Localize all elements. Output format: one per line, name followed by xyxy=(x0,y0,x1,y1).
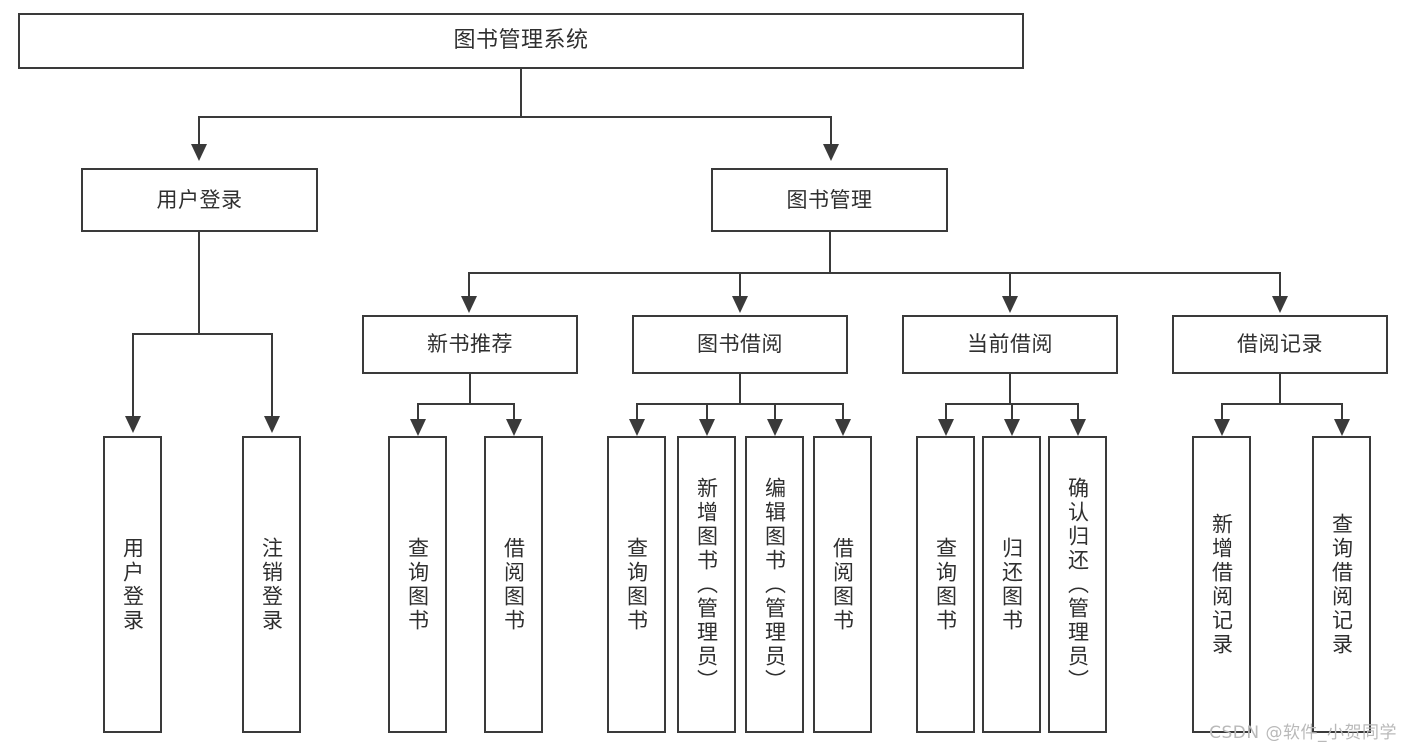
leaf-label: 借阅图书 xyxy=(501,536,526,633)
connector-to-leaf-borrow-book-1 xyxy=(513,403,515,421)
node-label: 图书借阅 xyxy=(697,332,783,357)
leaf-query-book-2[interactable]: 查询图书 xyxy=(607,436,666,733)
connector-new-book-recommend-stem xyxy=(469,374,471,405)
leaf-label: 注销登录 xyxy=(259,536,284,633)
connector-to-book-management xyxy=(830,116,832,146)
connector-to-borrow-record xyxy=(1279,272,1281,298)
leaf-label: 查询图书 xyxy=(405,536,430,633)
connector-to-leaf-return-book xyxy=(1011,403,1013,421)
leaf-label: 查询图书 xyxy=(933,536,958,633)
connector-user-login-bar xyxy=(132,333,272,335)
connector-to-leaf-query-record xyxy=(1341,403,1343,421)
connector-to-leaf-borrow-book-2 xyxy=(842,403,844,421)
node-root-book-management-system[interactable]: 图书管理系统 xyxy=(18,13,1024,69)
node-label: 当前借阅 xyxy=(967,332,1053,357)
connector-to-user-login xyxy=(198,116,200,146)
connector-to-leaf-logout-login xyxy=(271,333,273,418)
arrow-to-leaf-confirm-return xyxy=(1070,419,1086,436)
arrow-to-leaf-add-record xyxy=(1214,419,1230,436)
leaf-label: 用户登录 xyxy=(120,536,145,633)
leaf-label: 新增图书（管理员） xyxy=(694,476,719,693)
connector-to-leaf-edit-book xyxy=(774,403,776,421)
node-label: 图书管理系统 xyxy=(453,28,589,54)
leaf-query-record[interactable]: 查询借阅记录 xyxy=(1312,436,1371,733)
arrow-to-borrow-record xyxy=(1272,296,1288,313)
leaf-label: 编辑图书（管理员） xyxy=(762,476,787,693)
leaf-label: 查询借阅记录 xyxy=(1329,512,1354,657)
connector-to-leaf-add-record xyxy=(1221,403,1223,421)
leaf-label: 确认归还（管理员） xyxy=(1065,476,1090,693)
arrow-to-leaf-add-book xyxy=(699,419,715,436)
leaf-label: 归还图书 xyxy=(999,536,1024,633)
node-current-borrow[interactable]: 当前借阅 xyxy=(902,315,1118,374)
leaf-add-record[interactable]: 新增借阅记录 xyxy=(1192,436,1251,733)
node-label: 用户登录 xyxy=(156,187,243,212)
connector-borrow-record-bar xyxy=(1221,403,1341,405)
leaf-edit-book[interactable]: 编辑图书（管理员） xyxy=(745,436,804,733)
leaf-user-login[interactable]: 用户登录 xyxy=(103,436,162,733)
connector-current-borrow-stem xyxy=(1009,374,1011,405)
arrow-to-leaf-borrow-book-2 xyxy=(835,419,851,436)
leaf-borrow-book-1[interactable]: 借阅图书 xyxy=(484,436,543,733)
connector-borrow-record-stem xyxy=(1279,374,1281,405)
arrow-to-book-management xyxy=(823,144,839,161)
leaf-confirm-return[interactable]: 确认归还（管理员） xyxy=(1048,436,1107,733)
node-user-login[interactable]: 用户登录 xyxy=(81,168,318,232)
node-book-management[interactable]: 图书管理 xyxy=(711,168,948,232)
leaf-query-book-1[interactable]: 查询图书 xyxy=(388,436,447,733)
arrow-to-leaf-logout-login xyxy=(264,416,280,433)
node-label: 新书推荐 xyxy=(427,332,513,357)
connector-level3-bar xyxy=(468,272,1280,274)
connector-to-book-borrow xyxy=(739,272,741,298)
arrow-to-new-book-recommend xyxy=(461,296,477,313)
arrow-to-leaf-query-book-3 xyxy=(938,419,954,436)
arrow-to-leaf-borrow-book-1 xyxy=(506,419,522,436)
connector-to-leaf-confirm-return xyxy=(1077,403,1079,421)
arrow-to-user-login xyxy=(191,144,207,161)
arrow-to-leaf-query-book-1 xyxy=(410,419,426,436)
node-book-borrow[interactable]: 图书借阅 xyxy=(632,315,848,374)
node-new-book-recommend[interactable]: 新书推荐 xyxy=(362,315,578,374)
node-label: 借阅记录 xyxy=(1237,332,1323,357)
arrow-to-leaf-query-record xyxy=(1334,419,1350,436)
leaf-label: 借阅图书 xyxy=(830,536,855,633)
arrow-to-book-borrow xyxy=(732,296,748,313)
leaf-logout-login[interactable]: 注销登录 xyxy=(242,436,301,733)
arrow-to-leaf-edit-book xyxy=(767,419,783,436)
connector-level2-bar xyxy=(198,116,832,118)
connector-to-new-book-recommend xyxy=(468,272,470,298)
leaf-label: 新增借阅记录 xyxy=(1209,512,1234,657)
arrow-to-leaf-return-book xyxy=(1004,419,1020,436)
connector-book-management-stem xyxy=(829,232,831,274)
connector-to-current-borrow xyxy=(1009,272,1011,298)
connector-to-leaf-query-book-2 xyxy=(636,403,638,421)
leaf-add-book[interactable]: 新增图书（管理员） xyxy=(677,436,736,733)
node-label: 图书管理 xyxy=(786,187,873,212)
leaf-label: 查询图书 xyxy=(624,536,649,633)
connector-to-leaf-user-login xyxy=(132,333,134,418)
connector-new-book-recommend-bar xyxy=(417,403,515,405)
node-borrow-record[interactable]: 借阅记录 xyxy=(1172,315,1388,374)
connector-to-leaf-query-book-3 xyxy=(945,403,947,421)
connector-book-borrow-stem xyxy=(739,374,741,405)
leaf-borrow-book-2[interactable]: 借阅图书 xyxy=(813,436,872,733)
connector-root-stem xyxy=(520,69,522,117)
leaf-query-book-3[interactable]: 查询图书 xyxy=(916,436,975,733)
connector-to-leaf-query-book-1 xyxy=(417,403,419,421)
arrow-to-leaf-user-login xyxy=(125,416,141,433)
arrow-to-current-borrow xyxy=(1002,296,1018,313)
connector-user-login-stem xyxy=(198,232,200,334)
arrow-to-leaf-query-book-2 xyxy=(629,419,645,436)
connector-book-borrow-bar xyxy=(636,403,844,405)
connector-to-leaf-add-book xyxy=(706,403,708,421)
leaf-return-book[interactable]: 归还图书 xyxy=(982,436,1041,733)
csdn-watermark: CSDN @软件_小贺同学 xyxy=(1209,723,1397,743)
